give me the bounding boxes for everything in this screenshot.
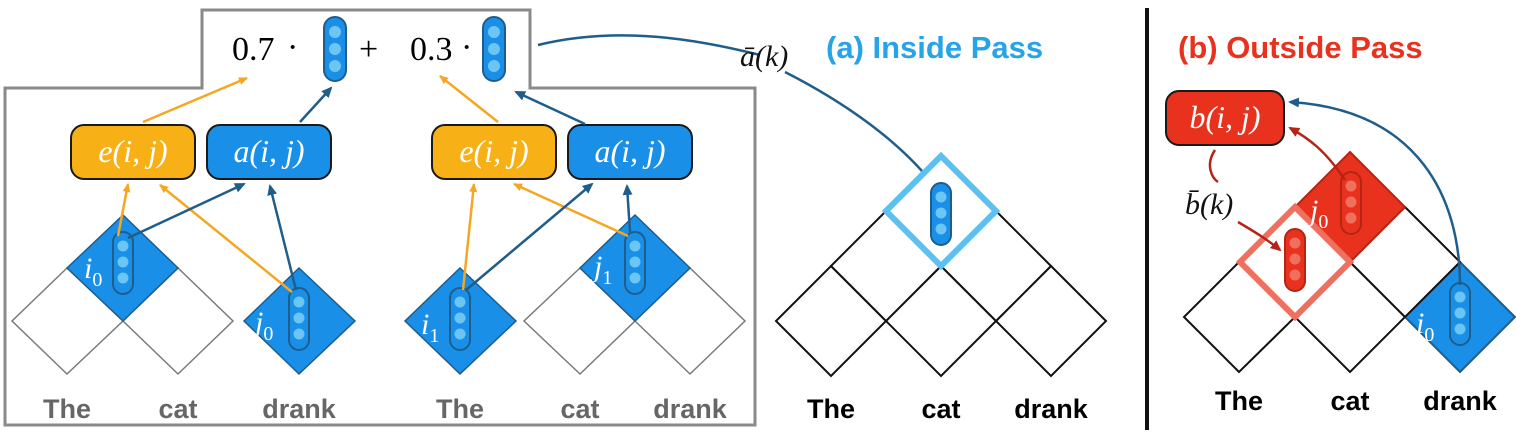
- score-transfer-arrow: ā(k): [537, 34, 938, 190]
- a-score-box: a(i, j): [206, 124, 332, 180]
- b-bar-label: b̄(k): [1185, 188, 1233, 221]
- dot-operator: ·: [287, 29, 298, 66]
- e-score-box: e(i, j): [431, 124, 557, 180]
- word-label: drank: [1423, 386, 1498, 416]
- word-label: The: [436, 394, 484, 424]
- j-index-label: j0: [1306, 194, 1328, 233]
- word-label: The: [1215, 386, 1263, 416]
- a-bar-label: ā(k): [740, 40, 788, 73]
- right-arrows: [439, 75, 633, 291]
- i-index-label: i1: [421, 308, 439, 347]
- vector-icon: [1449, 282, 1471, 346]
- plus-operator: +: [359, 31, 378, 68]
- word-label: The: [43, 394, 91, 424]
- left-example-words: The cat drank The cat drank: [43, 394, 728, 424]
- vector-icon: [112, 231, 134, 295]
- word-label: cat: [1330, 386, 1369, 416]
- a-label: a(i, j): [594, 133, 665, 169]
- vector-icon: [930, 182, 952, 246]
- a-score-box: a(i, j): [567, 124, 693, 180]
- j-index-label: j0: [251, 306, 273, 345]
- a-label: a(i, j): [233, 133, 304, 169]
- i-index-label: i0: [1416, 307, 1434, 346]
- e-score-box: e(i, j): [70, 124, 196, 180]
- vector-icon: [323, 16, 347, 82]
- combination-frame: [3, 8, 757, 427]
- vector-icon: [288, 287, 310, 351]
- vector-icon: [449, 287, 471, 351]
- outside-pass-title: (b) Outside Pass: [1178, 30, 1423, 65]
- outside-pass-words: The cat drank: [1215, 386, 1498, 416]
- vector-icon: [624, 231, 646, 295]
- word-label: drank: [1014, 394, 1089, 424]
- j-index-label: j1: [590, 250, 612, 289]
- left-arrows: [116, 76, 333, 293]
- word-label: cat: [158, 394, 197, 424]
- coef-a-text: 0.3: [410, 31, 453, 68]
- dot-operator: ·: [461, 29, 472, 66]
- word-label: cat: [560, 394, 599, 424]
- e-label: e(i, j): [98, 133, 167, 169]
- word-label: The: [807, 394, 855, 424]
- weighted-sum-equation: 0.7 · + 0.3 ·: [232, 16, 506, 82]
- b-score-box: b(i, j): [1165, 90, 1285, 146]
- vector-icon: [1340, 171, 1362, 235]
- word-label: cat: [921, 394, 960, 424]
- outside-arrows: b̄(k): [1185, 97, 1462, 286]
- inside-pass-words: The cat drank: [807, 394, 1089, 424]
- i-index-label: i0: [84, 252, 102, 291]
- inside-pass-title: (a) Inside Pass: [826, 30, 1043, 65]
- word-label: drank: [262, 394, 337, 424]
- e-label: e(i, j): [459, 133, 528, 169]
- b-label: b(i, j): [1189, 99, 1260, 135]
- coef-e-text: 0.7: [232, 31, 275, 68]
- word-label: drank: [653, 394, 728, 424]
- vector-icon: [1284, 228, 1306, 292]
- vector-icon: [482, 16, 506, 82]
